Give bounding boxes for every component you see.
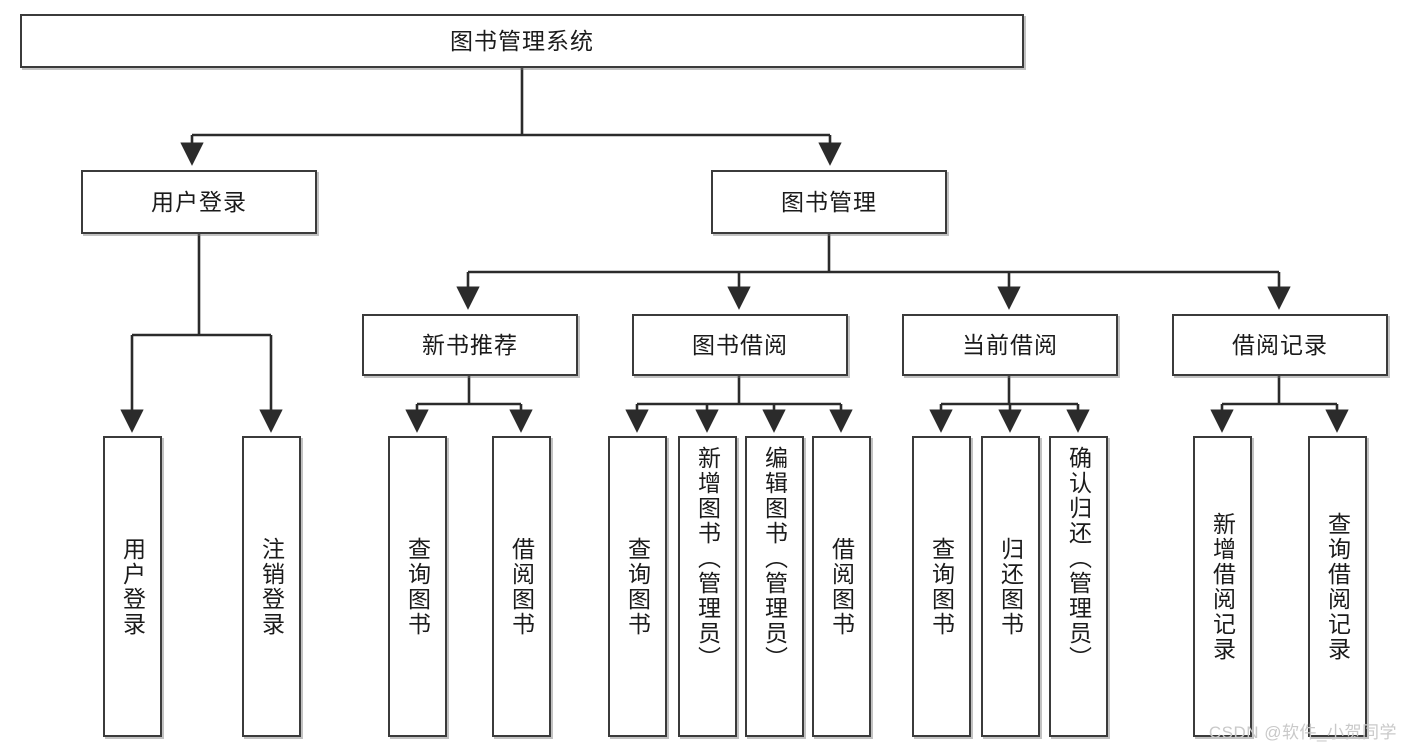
node-book-management-system[interactable]: 图书管理系统 [20,14,1024,68]
node-leaf-query-book-1[interactable]: 查询图书 [388,436,447,737]
node-leaf-query-book-2[interactable]: 查询图书 [608,436,667,737]
node-borrow-record[interactable]: 借阅记录 [1172,314,1388,376]
node-leaf-borrow-book-2[interactable]: 借阅图书 [812,436,871,737]
node-current-borrow[interactable]: 当前借阅 [902,314,1118,376]
node-label: 编辑图书（管理员） [761,446,788,671]
node-leaf-add-record[interactable]: 新增借阅记录 [1193,436,1252,737]
node-leaf-query-record[interactable]: 查询借阅记录 [1308,436,1367,737]
node-leaf-user-login[interactable]: 用户登录 [103,436,162,737]
node-label: 查询图书 [928,536,955,637]
node-label: 新增借阅记录 [1209,511,1236,662]
node-book-management[interactable]: 图书管理 [711,170,947,234]
node-leaf-add-book[interactable]: 新增图书（管理员） [678,436,737,737]
node-label: 新增图书（管理员） [694,446,721,671]
node-label: 当前借阅 [962,331,1058,358]
node-leaf-edit-book[interactable]: 编辑图书（管理员） [745,436,804,737]
node-user-login[interactable]: 用户登录 [81,170,317,234]
node-label: 用户登录 [119,536,146,637]
node-label: 用户登录 [151,188,247,215]
node-label: 图书管理系统 [450,27,594,54]
node-leaf-query-book-3[interactable]: 查询图书 [912,436,971,737]
node-leaf-return-book[interactable]: 归还图书 [981,436,1040,737]
node-label: 新书推荐 [422,331,518,358]
node-leaf-confirm-return[interactable]: 确认归还（管理员） [1049,436,1108,737]
node-label: 图书管理 [781,188,877,215]
node-new-book-recommend[interactable]: 新书推荐 [362,314,578,376]
node-label: 确认归还（管理员） [1065,446,1092,671]
node-label: 查询借阅记录 [1324,511,1351,662]
node-book-borrow[interactable]: 图书借阅 [632,314,848,376]
node-label: 归还图书 [997,536,1024,637]
node-leaf-borrow-book-1[interactable]: 借阅图书 [492,436,551,737]
node-label: 查询图书 [404,536,431,637]
node-label: 注销登录 [258,536,285,637]
node-label: 借阅图书 [828,536,855,637]
node-label: 查询图书 [624,536,651,637]
node-label: 借阅记录 [1232,331,1328,358]
node-leaf-user-logout[interactable]: 注销登录 [242,436,301,737]
node-label: 图书借阅 [692,331,788,358]
node-label: 借阅图书 [508,536,535,637]
